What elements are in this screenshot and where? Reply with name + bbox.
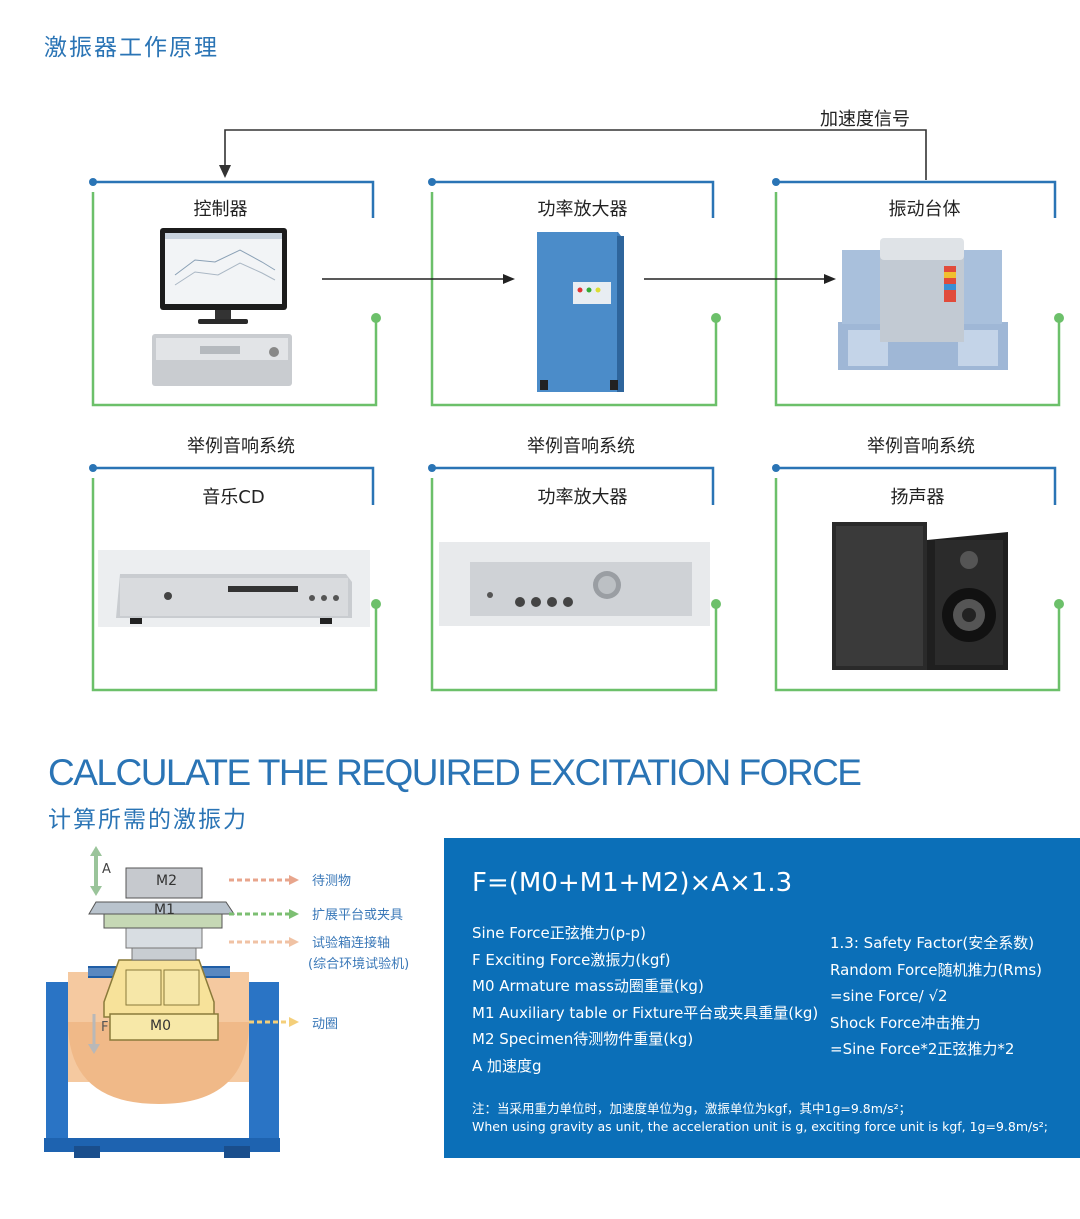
- box-label-shaker: 振动台体: [888, 199, 961, 220]
- callout-fixture: 扩展平台或夹具: [312, 908, 404, 923]
- feedback-arrowhead: [219, 165, 231, 178]
- controller-image: [152, 228, 292, 386]
- box-label-speaker: 扬声器: [890, 487, 945, 508]
- frame-audio-amp: [428, 464, 721, 692]
- f-label: F: [101, 1020, 109, 1035]
- m2-label: M2: [156, 873, 177, 889]
- note-zh: 注：当采用重力单位时，加速度单位为g，激振单位为kgf，其中1g=9.8m/s²…: [472, 1101, 912, 1116]
- frame-shaker: [772, 178, 1064, 407]
- right-line: =Sine Force*2正弦推力*2: [830, 1040, 1015, 1058]
- calc-title-en: CALCULATE THE REQUIRED EXCITATION FORCE: [48, 752, 862, 793]
- m0-label: M0: [150, 1018, 171, 1034]
- flow-diagram: [89, 129, 1064, 692]
- formula-panel: F=(M0+M1+M2)×A×1.3 Sine Force正弦推力(p-p) F…: [444, 838, 1080, 1158]
- callout-armature: 动圈: [312, 1017, 339, 1032]
- note-en: When using gravity as unit, the accelera…: [472, 1119, 1048, 1134]
- right-line: Shock Force冲击推力: [830, 1013, 981, 1032]
- right-line: 1.3: Safety Factor(安全系数): [830, 934, 1035, 952]
- example-caption-2: 举例音响系统: [527, 436, 635, 457]
- param-line: Sine Force正弦推力(p-p): [472, 924, 646, 942]
- cd-player-image: [98, 550, 370, 627]
- calc-title-zh: 计算所需的激振力: [48, 807, 248, 833]
- param-line: F Exciting Force激振力(kgf): [472, 950, 671, 969]
- callout-chamber: (综合环境试验机): [308, 957, 410, 972]
- accel-signal-label: 加速度信号: [820, 109, 910, 130]
- unit-note: 注：当采用重力单位时，加速度单位为g，激振单位为kgf，其中1g=9.8m/s²…: [472, 1100, 1048, 1136]
- speakers-image: [832, 522, 1008, 670]
- param-line: M2 Specimen待测物件重量(kg): [472, 1030, 694, 1048]
- example-caption-3: 举例音响系统: [867, 436, 975, 457]
- callout-shaft: 试验箱连接轴: [312, 936, 391, 951]
- audio-amplifier-image: [439, 542, 710, 626]
- shaker-cross-section: [44, 846, 299, 1158]
- param-line: M1 Auxiliary table or Fixture平台或夹具重量(kg): [472, 1003, 819, 1022]
- force-notes: 1.3: Safety Factor(安全系数) Random Force随机推…: [830, 930, 1042, 1063]
- right-line: =sine Force/ √2: [830, 987, 948, 1005]
- formula: F=(M0+M1+M2)×A×1.3: [472, 868, 793, 898]
- frame-controller: [89, 178, 381, 407]
- frame-cd: [89, 464, 381, 692]
- callout-specimen: 待测物: [312, 874, 352, 889]
- box-label-amplifier: 功率放大器: [537, 199, 628, 220]
- parameter-list: Sine Force正弦推力(p-p) F Exciting Force激振力(…: [472, 920, 818, 1079]
- right-line: Random Force随机推力(Rms): [830, 960, 1043, 979]
- param-line: M0 Armature mass动圈重量(kg): [472, 977, 704, 995]
- feedback-line: [224, 129, 927, 180]
- frame-amplifier: [428, 178, 721, 407]
- shaker-image: [838, 238, 1008, 370]
- m1-label: M1: [154, 902, 175, 918]
- example-caption-1: 举例音响系统: [187, 436, 295, 457]
- page-title: 激振器工作原理: [44, 35, 219, 61]
- param-line: A 加速度g: [472, 1056, 542, 1075]
- box-label-audio-amp: 功率放大器: [537, 487, 628, 508]
- frame-speaker: [772, 464, 1064, 692]
- box-label-cd: 音乐CD: [202, 487, 265, 508]
- amplifier-cabinet-image: [537, 232, 624, 392]
- box-label-controller: 控制器: [193, 199, 248, 220]
- a-label: A: [102, 862, 111, 877]
